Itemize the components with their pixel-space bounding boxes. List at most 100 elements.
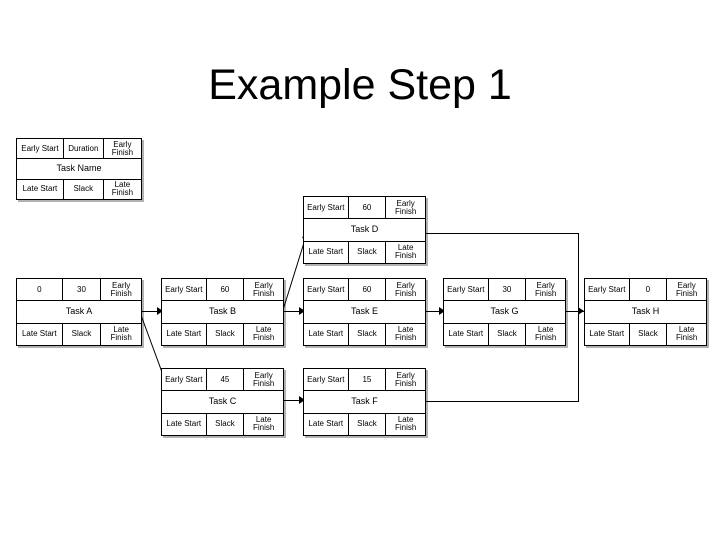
edge-c-f-line [283,400,305,401]
task-node-f[interactable]: Early Start 15 Early Finish Task F Late … [303,368,426,436]
node-e-late-finish: Late Finish [394,325,417,343]
node-b-early-start: Early Start [165,284,203,294]
legend-bottom-row: Late Start Slack Late Finish [17,179,141,199]
node-b-early-finish: Early Finish [252,280,275,298]
node-b-late-finish: Late Finish [252,325,275,343]
node-h-top-row: Early Start 0 Early Finish [585,279,706,301]
node-d-late-start: Late Start [308,247,344,257]
node-a-duration: 30 [61,279,102,301]
node-d-slack: Slack [347,241,387,263]
node-c-late-finish: Late Finish [252,415,275,433]
node-h-bottom-row: Late Start Slack Late Finish [585,323,706,345]
legend-late-finish: Late Finish [111,180,134,198]
node-g-mid-row: Task G [444,300,565,324]
node-b-duration: 60 [205,279,245,301]
node-b-late-start: Late Start [166,329,202,339]
task-node-c[interactable]: Early Start 45 Early Finish Task C Late … [161,368,284,436]
task-node-e[interactable]: Early Start 60 Early Finish Task E Late … [303,278,426,346]
edge-a-b-line [140,311,162,312]
legend-duration: Duration [62,139,104,159]
node-e-slack: Slack [347,323,387,345]
node-d-bottom-row: Late Start Slack Late Finish [304,241,425,263]
node-a-late-start: Late Start [21,329,57,339]
node-h-slack: Slack [628,323,668,345]
task-node-g[interactable]: Early Start 30 Early Finish Task G Late … [443,278,566,346]
node-a-early-finish: Early Finish [110,280,132,298]
node-e-early-finish: Early Finish [394,280,417,298]
legend-top-row: Early Start Duration Early Finish [17,139,141,159]
node-a-task-name: Task A [65,306,93,317]
node-a-top-row: 0 30 Early Finish [17,279,141,301]
node-e-mid-row: Task E [304,300,425,324]
node-g-bottom-row: Late Start Slack Late Finish [444,323,565,345]
node-d-early-start: Early Start [307,202,345,212]
legend-late-start: Late Start [22,184,58,194]
node-g-task-name: Task G [490,306,519,317]
edge-g-h-arrowhead [578,307,584,315]
edge-e-g-arrowhead [439,307,445,315]
node-c-slack: Slack [205,413,245,435]
node-h-late-finish: Late Finish [675,325,698,343]
node-d-duration: 60 [347,197,387,219]
node-f-early-start: Early Start [307,374,345,384]
node-d-top-row: Early Start 60 Early Finish [304,197,425,219]
edge-g-h-line [563,311,585,312]
node-f-early-finish: Early Finish [394,370,417,388]
node-b-mid-row: Task B [162,300,283,324]
node-b-top-row: Early Start 60 Early Finish [162,279,283,301]
node-g-top-row: Early Start 30 Early Finish [444,279,565,301]
legend-slack: Slack [62,179,104,199]
legend-early-finish: Early Finish [111,139,134,157]
task-node-b[interactable]: Early Start 60 Early Finish Task B Late … [161,278,284,346]
edge-a-b-arrowhead [157,307,163,315]
node-e-bottom-row: Late Start Slack Late Finish [304,323,425,345]
node-h-duration: 0 [628,279,668,301]
node-b-bottom-row: Late Start Slack Late Finish [162,323,283,345]
node-f-top-row: Early Start 15 Early Finish [304,369,425,391]
node-f-task-name: Task F [351,396,378,407]
node-a-mid-row: Task A [17,300,141,324]
node-e-early-start: Early Start [307,284,345,294]
node-h-late-start: Late Start [589,329,625,339]
node-d-early-finish: Early Finish [394,198,417,216]
node-h-early-start: Early Start [588,284,626,294]
node-g-late-finish: Late Finish [534,325,557,343]
node-g-duration: 30 [487,279,527,301]
page-title: Example Step 1 [208,61,512,109]
node-h-mid-row: Task H [585,300,706,324]
node-a-slack: Slack [61,323,102,345]
node-f-mid-row: Task F [304,390,425,414]
edge-d-h-vertical [578,233,579,312]
edge-d-h-horizontal [424,233,579,234]
node-f-slack: Slack [347,413,387,435]
node-e-task-name: Task E [350,306,378,317]
node-e-top-row: Early Start 60 Early Finish [304,279,425,301]
node-a-late-finish: Late Finish [110,325,132,343]
node-c-bottom-row: Late Start Slack Late Finish [162,413,283,435]
node-e-duration: 60 [347,279,387,301]
node-f-duration: 15 [347,369,387,391]
node-c-early-finish: Early Finish [252,370,275,388]
node-f-late-start: Late Start [308,419,344,429]
node-a-early-start: 0 [37,284,42,294]
node-c-late-start: Late Start [166,419,202,429]
task-node-d[interactable]: Early Start 60 Early Finish Task D Late … [303,196,426,264]
edge-b-e-arrowhead [299,307,305,315]
edge-c-f-arrowhead [299,396,305,404]
node-g-early-finish: Early Finish [534,280,557,298]
node-d-late-finish: Late Finish [394,243,417,261]
node-c-task-name: Task C [208,396,237,407]
task-node-a[interactable]: 0 30 Early Finish Task A Late Start Slac… [16,278,142,346]
node-c-duration: 45 [205,369,245,391]
node-g-late-start: Late Start [448,329,484,339]
node-g-slack: Slack [487,323,527,345]
edge-f-h-horizontal [424,401,579,402]
task-node-h[interactable]: Early Start 0 Early Finish Task H Late S… [584,278,707,346]
node-a-bottom-row: Late Start Slack Late Finish [17,323,141,345]
node-c-early-start: Early Start [165,374,203,384]
node-f-bottom-row: Late Start Slack Late Finish [304,413,425,435]
edge-e-g-line [423,311,445,312]
legend-early-start: Early Start [21,143,59,153]
edge-f-h-vertical [578,311,579,401]
